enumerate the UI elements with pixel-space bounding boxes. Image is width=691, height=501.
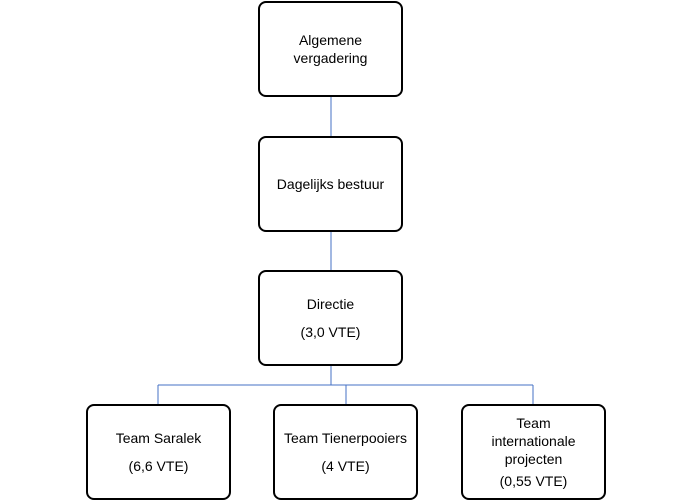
node-dagelijks-bestuur: Dagelijks bestuur <box>258 136 403 232</box>
node-team-saralek: Team Saralek (6,6 VTE) <box>86 404 231 500</box>
node-directie: Directie (3,0 VTE) <box>258 270 403 366</box>
node-label-name: Team Saralek <box>115 430 202 446</box>
node-algemene-vergadering: Algemene vergadering <box>258 1 403 97</box>
node-team-tienerpooiers: Team Tienerpooiers (4 VTE) <box>273 404 418 500</box>
node-label-fte: (4 VTE) <box>321 458 370 474</box>
node-label-line: vergadering <box>293 50 368 66</box>
node-label-line: internationale <box>491 433 576 449</box>
node-label-line: Dagelijks bestuur <box>276 176 385 192</box>
node-label-fte: (3,0 VTE) <box>300 324 361 340</box>
node-label-line: projecten <box>504 451 563 467</box>
node-label-line: Algemene <box>298 32 363 48</box>
node-label-fte: (0,55 VTE) <box>499 473 568 489</box>
node-label-name: Team Tienerpooiers <box>284 430 407 446</box>
node-label-fte: (6,6 VTE) <box>128 458 189 474</box>
node-label-name: Directie <box>306 296 355 312</box>
node-team-internationale-projecten: Team internationale projecten (0,55 VTE) <box>461 404 606 500</box>
node-label-line: Team <box>516 415 551 431</box>
